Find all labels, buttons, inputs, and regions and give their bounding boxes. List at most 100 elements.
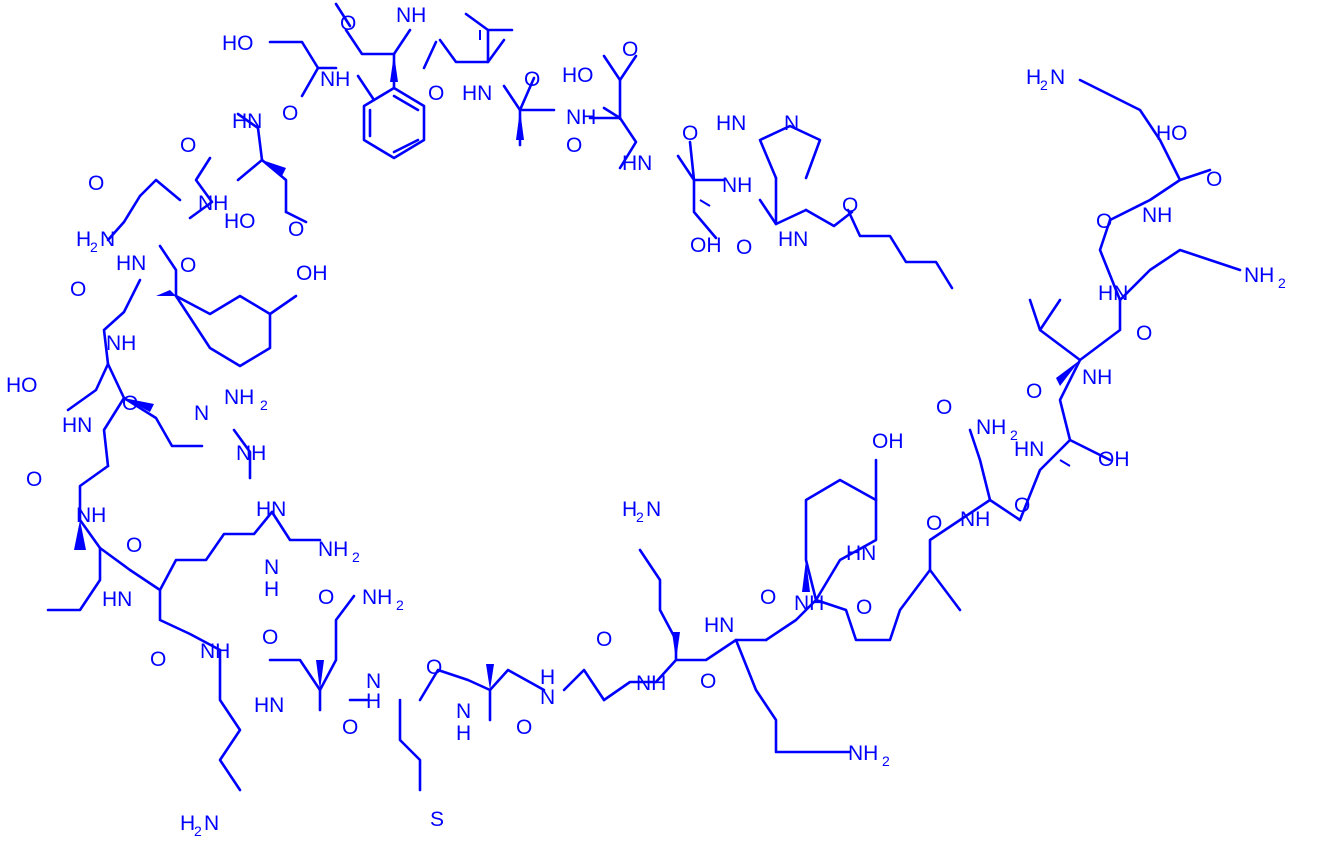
atom-label-subscript: 2	[882, 753, 890, 769]
atom-label-hn: HN	[116, 252, 146, 275]
atom-label-nh: NH	[636, 672, 666, 695]
atom-label-o: O	[70, 278, 86, 301]
atom-label-n-tail: N	[646, 498, 661, 521]
atom-label-o: O	[760, 586, 776, 609]
atom-label-o: O	[282, 102, 298, 125]
atom-label-oh: OH	[872, 430, 904, 453]
atom-label-o: O	[622, 38, 638, 61]
atom-label-n: N	[194, 402, 209, 425]
atom-label-hn: HN	[716, 112, 746, 135]
atom-label-ho: HO	[1156, 122, 1188, 145]
atom-label-n: N	[264, 556, 279, 579]
atom-label-hn: HN	[622, 152, 652, 175]
atom-label-s: S	[430, 808, 444, 831]
atom-label-o: O	[428, 82, 444, 105]
atom-label-o: O	[26, 468, 42, 491]
atom-label-nh: NH	[1082, 366, 1112, 389]
atom-label-o: O	[856, 596, 872, 619]
atom-label-n-tail: N	[204, 812, 219, 835]
atom-label-h2n-head: H	[76, 228, 91, 251]
atom-label-o: O	[682, 122, 698, 145]
atom-label-o: O	[180, 134, 196, 157]
atom-label-nh: NH	[794, 592, 824, 615]
atom-label-oh: OH	[690, 234, 722, 257]
atom-label-o: O	[700, 670, 716, 693]
atom-label-ho: HO	[6, 374, 38, 397]
atom-label-oh: OH	[1098, 448, 1130, 471]
atom-label-ho: HO	[562, 64, 594, 87]
atom-label-n-tail: N	[1050, 66, 1065, 89]
atom-label-o: O	[1014, 494, 1030, 517]
atom-label-nh2-head: NH	[1244, 264, 1274, 287]
atom-label-hn: HN	[846, 542, 876, 565]
stereo-wedges	[74, 54, 1080, 690]
atom-label-hn: HN	[778, 228, 808, 251]
atom-label-o: O	[566, 134, 582, 157]
atom-label-h: H	[264, 578, 279, 601]
atom-label-hn: HN	[256, 498, 286, 521]
atom-label-h2n-head: H	[180, 812, 195, 835]
atom-label-subscript: 2	[260, 397, 268, 413]
atom-label-n: N	[366, 670, 381, 693]
atom-label-subscript: 2	[1278, 275, 1286, 291]
atom-label-o: O	[842, 194, 858, 217]
atom-label-o: O	[88, 172, 104, 195]
atom-label-o: O	[516, 716, 532, 739]
atom-label-hn: HN	[232, 110, 262, 133]
atom-label-hn: HN	[704, 614, 734, 637]
stereo-hashes	[290, 30, 1071, 467]
atom-label-nh2-head: NH	[318, 538, 348, 561]
atom-label-o: O	[926, 512, 942, 535]
atom-label-subscript: 2	[352, 549, 360, 565]
atom-labels: HO NH O NH O HN O HN O NH HO O O HN O NH…	[6, 4, 1286, 839]
atom-label-o: O	[180, 254, 196, 277]
atom-label-nh: NH	[200, 640, 230, 663]
atom-label-h: H	[540, 666, 555, 689]
atom-label-nh2-head: NH	[976, 416, 1006, 439]
atom-label-nh: NH	[76, 504, 106, 527]
atom-label-o: O	[126, 534, 142, 557]
atom-label-o: O	[262, 626, 278, 649]
atom-label-nh: NH	[722, 174, 752, 197]
atom-label-subscript: 2	[1040, 77, 1048, 93]
atom-label-hn: HN	[62, 414, 92, 437]
atom-label-hn: HN	[102, 588, 132, 611]
atom-label-oh: OH	[296, 262, 328, 285]
atom-label-n: N	[456, 700, 471, 723]
atom-label-o: O	[1136, 322, 1152, 345]
atom-label-o: O	[596, 628, 612, 651]
atom-label-n-tail: N	[100, 228, 115, 251]
atom-label-n: N	[784, 112, 799, 135]
atom-label-o: O	[318, 586, 334, 609]
atom-label-o: O	[288, 218, 304, 241]
atom-label-h2n-head: H	[1026, 66, 1041, 89]
atom-label-nh: NH	[236, 442, 266, 465]
atom-label-nh2-head: NH	[362, 586, 392, 609]
atom-label-o: O	[524, 68, 540, 91]
atom-label-nh: NH	[320, 68, 350, 91]
atom-label-hn: HN	[462, 82, 492, 105]
atom-label-o: O	[1206, 168, 1222, 191]
atom-label-subscript: 2	[1010, 427, 1018, 443]
atom-label-nh: NH	[396, 4, 426, 27]
atom-label-hn: HN	[1014, 438, 1044, 461]
atom-label-h: H	[456, 722, 471, 745]
atom-label-nh: NH	[566, 106, 596, 129]
atom-label-nh: NH	[198, 192, 228, 215]
atom-label-o: O	[122, 392, 138, 415]
atom-label-hn: HN	[254, 694, 284, 717]
bond-lines	[46, 2, 1242, 792]
atom-label-ho: HO	[222, 32, 254, 55]
atom-label-o: O	[1096, 210, 1112, 233]
atom-label-subscript: 2	[636, 509, 644, 525]
atom-label-nh: NH	[106, 332, 136, 355]
atom-label-o: O	[736, 236, 752, 259]
atom-label-nh: NH	[960, 508, 990, 531]
atom-label-o: O	[340, 12, 356, 35]
atom-label-hn: HN	[1098, 282, 1128, 305]
atom-label-o: O	[1026, 380, 1042, 403]
atom-label-subscript: 2	[396, 597, 404, 613]
atom-label-subscript: 2	[90, 239, 98, 255]
